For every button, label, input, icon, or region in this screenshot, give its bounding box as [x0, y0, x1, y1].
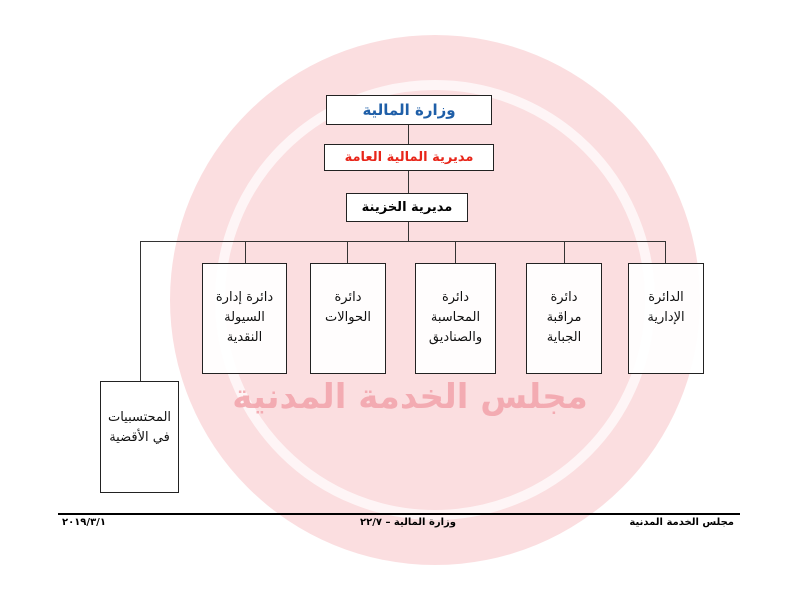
- dept-collection-label: دائرة مراقبة الجباية: [546, 290, 582, 345]
- ministry-box: وزارة المالية: [326, 95, 492, 125]
- ministry-label: وزارة المالية: [362, 101, 456, 119]
- connector-directorate-treasury: [408, 171, 409, 193]
- footer-right-text: ٢٠١٩/٣/١: [62, 517, 106, 528]
- treasury-label: مديرية الخزينة: [361, 200, 453, 215]
- treasury-box: مديرية الخزينة: [346, 193, 468, 222]
- connector-treasury-bus: [408, 222, 409, 241]
- dept-accounting-box: دائرة المحاسبة والصناديق: [415, 263, 496, 374]
- footer-left-text: مجلس الخدمة المدنية: [629, 517, 734, 528]
- directorate-box: مديرية المالية العامة: [324, 144, 494, 171]
- footer-rule: [58, 513, 740, 515]
- dept-liquidity-box: دائرة إدارة السيولة النقدية: [202, 263, 287, 374]
- dept-accounting-label: دائرة المحاسبة والصناديق: [428, 290, 483, 345]
- dept-transfers-box: دائرة الحوالات: [310, 263, 386, 374]
- drop-line-collection: [564, 241, 565, 263]
- dept-transfers-label: دائرة الحوالات: [325, 290, 371, 325]
- drop-line-accountants: [140, 241, 141, 381]
- accountants-box: المحتسبيات في الأقضية: [100, 381, 179, 493]
- dept-collection-box: دائرة مراقبة الجباية: [526, 263, 602, 374]
- drop-line-transfers: [347, 241, 348, 263]
- accountants-label: المحتسبيات في الأقضية: [107, 410, 172, 445]
- department-bus-line: [140, 241, 665, 242]
- drop-line-liquidity: [245, 241, 246, 263]
- watermark-text: مجلس الخدمة المدنية: [232, 377, 588, 417]
- footer-center-text: وزارة المالية – ٢٢/٧: [360, 517, 457, 528]
- drop-line-accounting: [455, 241, 456, 263]
- connector-ministry-directorate: [408, 125, 409, 144]
- dept-liquidity-label: دائرة إدارة السيولة النقدية: [215, 290, 274, 345]
- directorate-label: مديرية المالية العامة: [344, 150, 474, 165]
- dept-administrative-box: الدائرة الإدارية: [628, 263, 704, 374]
- drop-line-administrative: [665, 241, 666, 263]
- dept-administrative-label: الدائرة الإدارية: [647, 290, 685, 325]
